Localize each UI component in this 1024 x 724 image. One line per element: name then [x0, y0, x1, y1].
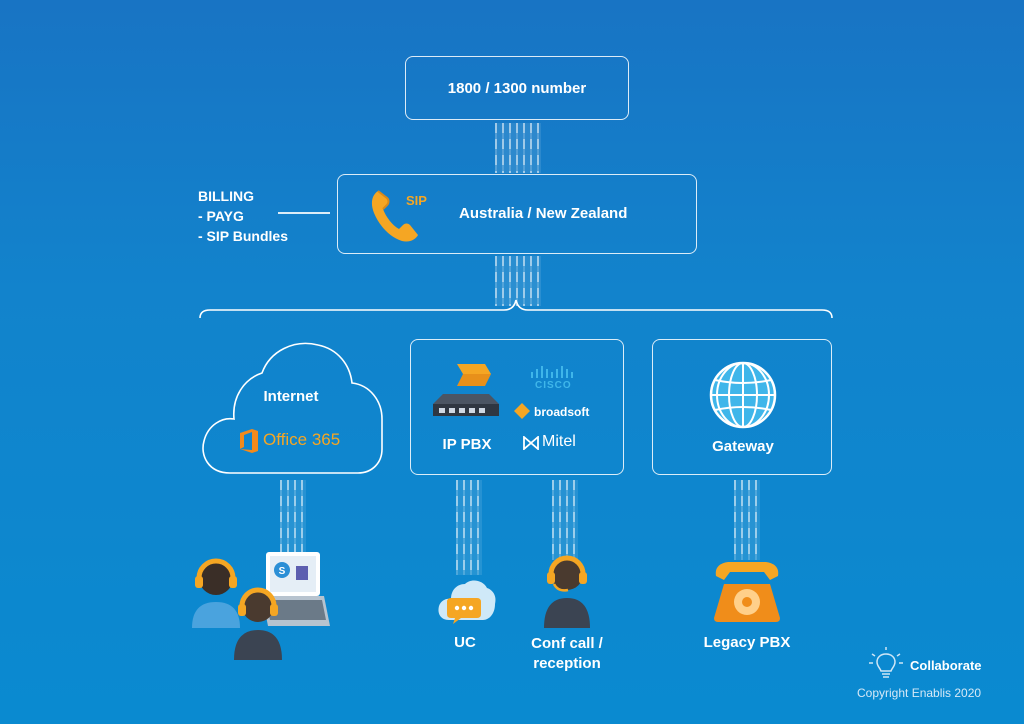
broadsoft-label: broadsoft: [534, 405, 590, 419]
conf-call-label-line2: reception: [533, 655, 601, 672]
link-gateway-legacy: [734, 480, 760, 560]
sip-region-label: Australia / New Zealand: [459, 205, 628, 222]
headset-operator-icon: [544, 555, 590, 628]
billing-item-sip-bundles: - SIP Bundles: [198, 228, 288, 244]
number-label: 1800 / 1300 number: [447, 79, 587, 97]
conf-call-label: Conf call / reception: [512, 634, 622, 674]
rotary-phone-icon: [714, 562, 780, 622]
users-laptop-icon: S: [192, 552, 330, 660]
cisco-logo-icon: [531, 366, 573, 378]
legacy-pbx-label: Legacy PBX: [703, 634, 791, 651]
ip-pbx-box: IP PBX CISCO broadsoft Mitel: [410, 339, 624, 475]
link-pbx-conf: [552, 480, 578, 560]
globe-icon: [709, 361, 777, 429]
distribution-brace: [199, 299, 833, 319]
svg-text:S: S: [279, 566, 286, 577]
billing-connector: [278, 212, 330, 214]
switch-icon: [433, 364, 499, 416]
office365-icon: [240, 429, 258, 453]
link-number-sip: [495, 123, 541, 173]
copyright-text: Copyright Enablis 2020: [857, 686, 982, 700]
mitel-label: Mitel: [542, 433, 576, 450]
brand-name: Collaborate: [910, 658, 982, 673]
internet-cloud: [202, 342, 383, 474]
gateway-label: Gateway: [712, 438, 774, 455]
office365-label: Office 365: [263, 430, 341, 449]
sip-box: SIP Australia / New Zealand: [337, 174, 697, 254]
billing-block: BILLING - PAYG - SIP Bundles: [198, 186, 288, 246]
conf-call-label-line1: Conf call /: [531, 635, 603, 652]
ip-pbx-label: IP PBX: [442, 436, 492, 453]
link-pbx-uc: [456, 480, 482, 575]
internet-label: Internet: [263, 388, 319, 405]
billing-title: BILLING: [198, 188, 254, 204]
lightbulb-icon: [869, 647, 903, 678]
sip-tag: SIP: [406, 193, 427, 208]
phone-handset-icon: [371, 190, 418, 242]
number-box: 1800 / 1300 number: [405, 56, 629, 120]
uc-chat-cloud-icon: [438, 580, 496, 624]
billing-item-payg: - PAYG: [198, 208, 244, 224]
uc-label: UC: [454, 634, 476, 651]
gateway-box: Gateway: [652, 339, 832, 475]
cisco-label: CISCO: [535, 380, 572, 391]
mitel-icon: [523, 436, 539, 450]
link-sip-brace: [495, 256, 541, 306]
broadsoft-icon: [514, 403, 530, 419]
